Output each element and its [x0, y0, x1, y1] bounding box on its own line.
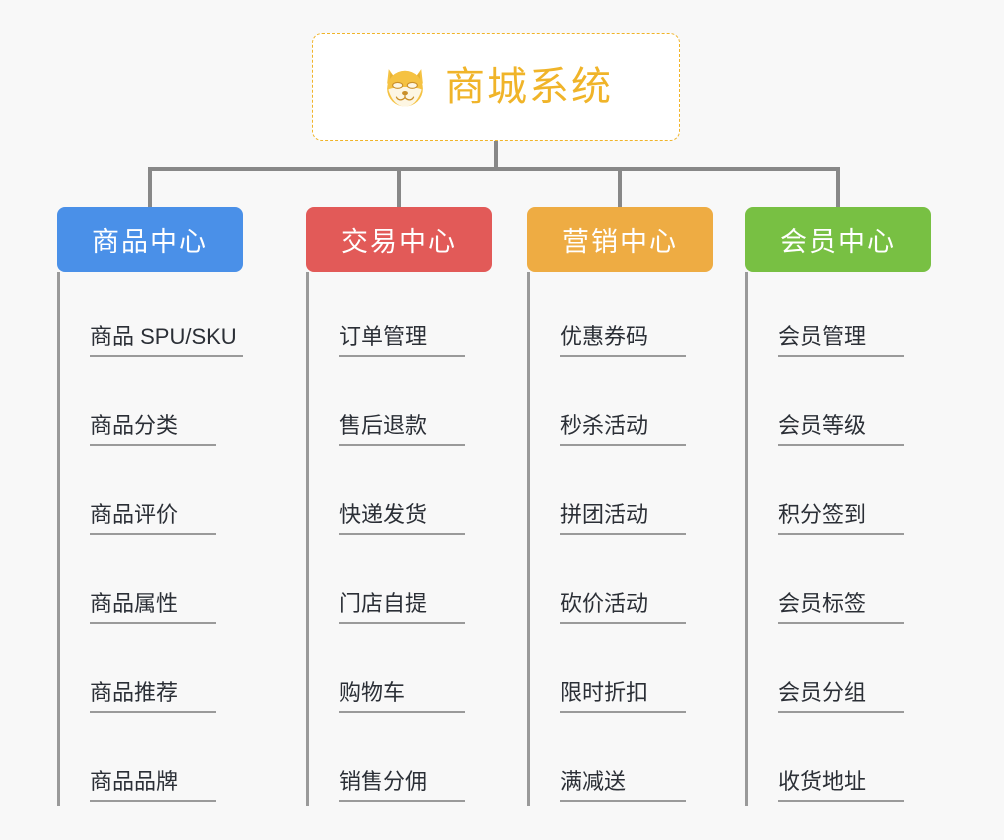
branch-marketing-center: 营销中心 优惠券码 秒杀活动 拼团活动 砍价活动 限时折扣 满减送 — [527, 207, 713, 806]
leaf-item[interactable]: 会员标签 — [748, 539, 931, 628]
leaf-item-label: 售后退款 — [339, 413, 465, 446]
leaf-item[interactable]: 砍价活动 — [530, 539, 713, 628]
branch-header-member-center[interactable]: 会员中心 — [745, 207, 931, 272]
leaf-item-label: 会员分组 — [778, 680, 904, 713]
leaf-item[interactable]: 优惠券码 — [530, 272, 713, 361]
leaf-item[interactable]: 收货地址 — [748, 717, 931, 806]
leaf-list-trade-center: 订单管理 售后退款 快递发货 门店自提 购物车 销售分佣 — [306, 272, 492, 806]
branch-header-marketing-center[interactable]: 营销中心 — [527, 207, 713, 272]
branch-header-product-center[interactable]: 商品中心 — [57, 207, 243, 272]
branch-product-center: 商品中心 商品 SPU/SKU 商品分类 商品评价 商品属性 商品推荐 商品品牌 — [57, 207, 243, 806]
leaf-item[interactable]: 商品评价 — [60, 450, 243, 539]
leaf-item-label: 门店自提 — [339, 591, 465, 624]
connector-horizontal-bus — [148, 167, 838, 171]
leaf-item[interactable]: 商品属性 — [60, 539, 243, 628]
dog-face-icon — [379, 61, 431, 113]
leaf-list-marketing-center: 优惠券码 秒杀活动 拼团活动 砍价活动 限时折扣 满减送 — [527, 272, 713, 806]
leaf-item-label: 满减送 — [560, 769, 686, 802]
leaf-item-label: 优惠券码 — [560, 324, 686, 357]
leaf-item[interactable]: 快递发货 — [309, 450, 492, 539]
leaf-item[interactable]: 满减送 — [530, 717, 713, 806]
leaf-item[interactable]: 商品推荐 — [60, 628, 243, 717]
leaf-item-label: 订单管理 — [339, 324, 465, 357]
leaf-item-label: 商品品牌 — [90, 769, 216, 802]
leaf-item-label: 商品分类 — [90, 413, 216, 446]
leaf-item-label: 商品属性 — [90, 591, 216, 624]
leaf-item[interactable]: 商品分类 — [60, 361, 243, 450]
branch-member-center: 会员中心 会员管理 会员等级 积分签到 会员标签 会员分组 收货地址 — [745, 207, 931, 806]
leaf-item-label: 商品 SPU/SKU — [90, 324, 243, 357]
leaf-item-label: 购物车 — [339, 680, 465, 713]
leaf-item[interactable]: 会员等级 — [748, 361, 931, 450]
leaf-item-label: 拼团活动 — [560, 502, 686, 535]
root-node[interactable]: 商城系统 — [312, 33, 680, 141]
leaf-item-label: 商品评价 — [90, 502, 216, 535]
leaf-item[interactable]: 限时折扣 — [530, 628, 713, 717]
leaf-item-label: 会员管理 — [778, 324, 904, 357]
leaf-item-label: 秒杀活动 — [560, 413, 686, 446]
leaf-item-label: 会员等级 — [778, 413, 904, 446]
connector-drop-product-center — [148, 167, 152, 209]
leaf-item-label: 砍价活动 — [560, 591, 686, 624]
connector-root-stem — [494, 141, 498, 169]
leaf-item-label: 快递发货 — [339, 502, 465, 535]
leaf-item[interactable]: 订单管理 — [309, 272, 492, 361]
branch-header-label: 营销中心 — [562, 227, 678, 257]
leaf-item[interactable]: 商品品牌 — [60, 717, 243, 806]
leaf-item[interactable]: 会员管理 — [748, 272, 931, 361]
branch-header-label: 会员中心 — [780, 227, 896, 257]
root-title: 商城系统 — [445, 65, 613, 109]
branch-header-label: 交易中心 — [341, 227, 457, 257]
connector-drop-marketing-center — [618, 167, 622, 209]
leaf-list-member-center: 会员管理 会员等级 积分签到 会员标签 会员分组 收货地址 — [745, 272, 931, 806]
connector-drop-member-center — [836, 167, 840, 209]
leaf-item[interactable]: 销售分佣 — [309, 717, 492, 806]
leaf-item-label: 限时折扣 — [560, 680, 686, 713]
branch-header-label: 商品中心 — [92, 227, 208, 257]
leaf-item-label: 积分签到 — [778, 502, 904, 535]
leaf-item-label: 销售分佣 — [339, 769, 465, 802]
leaf-item[interactable]: 拼团活动 — [530, 450, 713, 539]
leaf-item-label: 商品推荐 — [90, 680, 216, 713]
branch-header-trade-center[interactable]: 交易中心 — [306, 207, 492, 272]
leaf-item[interactable]: 购物车 — [309, 628, 492, 717]
leaf-item[interactable]: 商品 SPU/SKU — [60, 272, 243, 361]
branch-trade-center: 交易中心 订单管理 售后退款 快递发货 门店自提 购物车 销售分佣 — [306, 207, 492, 806]
leaf-item[interactable]: 积分签到 — [748, 450, 931, 539]
leaf-item-label: 收货地址 — [778, 769, 904, 802]
leaf-item-label: 会员标签 — [778, 591, 904, 624]
leaf-item[interactable]: 会员分组 — [748, 628, 931, 717]
leaf-item[interactable]: 售后退款 — [309, 361, 492, 450]
leaf-list-product-center: 商品 SPU/SKU 商品分类 商品评价 商品属性 商品推荐 商品品牌 — [57, 272, 243, 806]
connector-drop-trade-center — [397, 167, 401, 209]
leaf-item[interactable]: 秒杀活动 — [530, 361, 713, 450]
leaf-item[interactable]: 门店自提 — [309, 539, 492, 628]
